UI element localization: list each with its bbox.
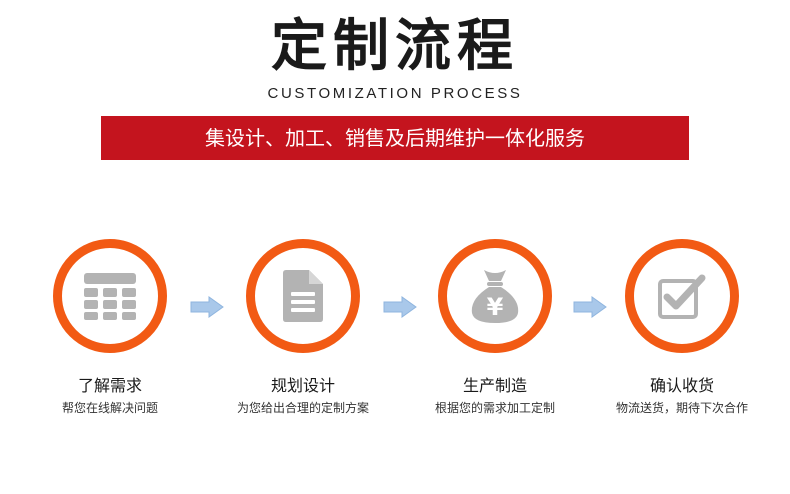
process-step-design: 规划设计 为您给出合理的定制方案 (228, 239, 378, 417)
step-description: 物流送货，期待下次合作 (615, 401, 748, 415)
step-description: 为您给出合理的定制方案 (236, 401, 369, 415)
currency-symbol: ¥ (487, 293, 504, 321)
step-ring: ¥ (438, 239, 552, 353)
process-step-delivery: 确认收货 物流送货，期待下次合作 (607, 239, 757, 417)
step-ring (246, 239, 360, 353)
step-ring (53, 239, 167, 353)
step-title: 了解需求 (77, 376, 142, 395)
step-description: 帮您在线解决问题 (61, 401, 158, 415)
calculator-icon (84, 273, 136, 320)
step-description: 根据您的需求加工定制 (434, 401, 555, 415)
process-step-understand: 了解需求 帮您在线解决问题 (35, 239, 185, 417)
step-title: 生产制造 (462, 376, 527, 395)
arrow-right-icon (573, 296, 607, 318)
page-subtitle: CUSTOMIZATION PROCESS (267, 85, 523, 102)
service-banner: 集设计、加工、销售及后期维护一体化服务 (101, 116, 689, 160)
arrow-right-icon (383, 296, 417, 318)
step-title: 规划设计 (270, 376, 335, 395)
step-ring (625, 239, 739, 353)
process-step-production: ¥ 生产制造 根据您的需求加工定制 (420, 239, 570, 417)
arrow-right-icon (190, 296, 224, 318)
page-title: 定制流程 (271, 14, 519, 79)
document-icon (283, 270, 323, 322)
step-title: 确认收货 (649, 376, 714, 395)
checkbox-icon (658, 274, 706, 319)
money-bag-icon: ¥ (471, 270, 519, 323)
